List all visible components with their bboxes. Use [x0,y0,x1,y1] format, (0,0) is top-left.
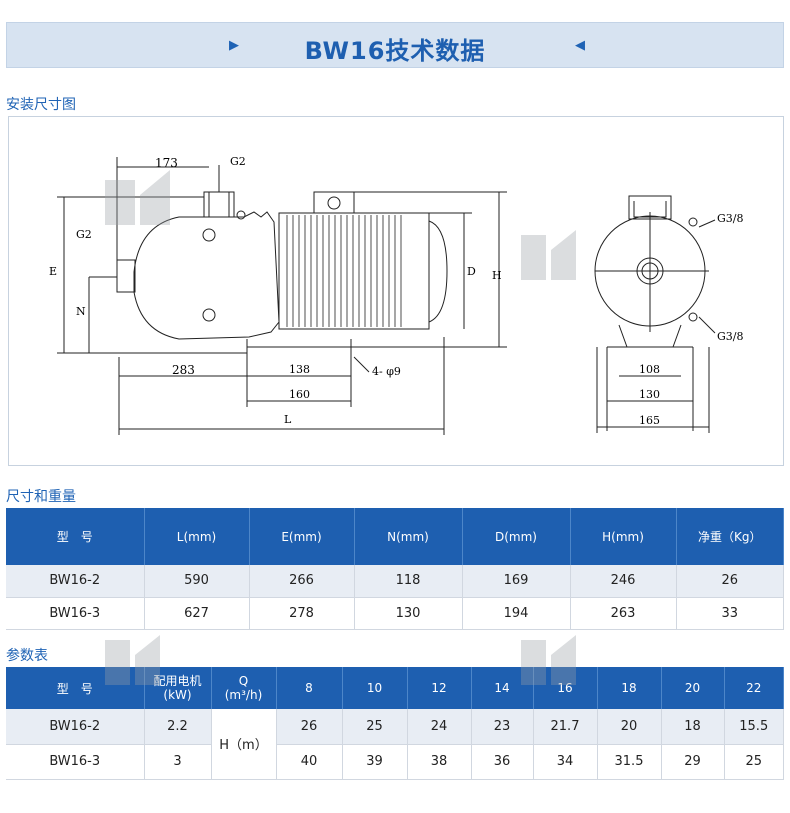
section-title-params: 参数表 [6,648,48,664]
page-title: BW16技术数据 [304,37,486,65]
col-header: L(mm) [144,508,250,565]
title-banner: ▶ BW16技术数据 ◀ [6,22,784,68]
cell: 194 [462,597,571,630]
dim-g38-top: G3/8 [717,212,744,225]
col-header: H(mm) [570,508,677,565]
col-header: 16 [533,667,598,709]
dim-173: 173 [155,156,178,170]
col-header: 型 号 [6,667,145,709]
installation-drawing: 173 G2 G2 E N D H 283 138 160 L 4- φ9 G3… [8,116,784,466]
section-title-dims: 尺寸和重量 [6,489,76,505]
params-table: 型 号 配用电机 (kW) Q (m³/h) 8 10 12 14 16 18 … [6,667,784,780]
cell: 18 [661,709,725,745]
table-row: BW16-2 2.2 H（m） 26 25 24 23 21.7 20 18 1… [6,709,784,780]
dim-g2-top: G2 [230,155,246,168]
cell: 130 [354,597,463,630]
cell: 29 [661,744,725,780]
cell: 15.5 [724,709,784,745]
bolt-circle [202,308,216,322]
dim-h: H [492,269,502,282]
col-header: N(mm) [354,508,463,565]
pump-base [246,339,352,348]
inlet-flange [116,259,136,293]
cell: 26 [676,565,784,598]
cell: 39 [342,744,408,780]
triangle-right-icon: ▶ [229,38,239,53]
cell: 20 [597,709,662,745]
section-title-install: 安装尺寸图 [6,97,76,113]
col-header: 14 [471,667,534,709]
dim-n: N [76,305,86,318]
dim-138: 138 [289,363,310,376]
dim-165: 165 [639,414,660,427]
cell: BW16-2 [6,709,145,745]
cell: 26 [276,709,343,745]
dim-160: 160 [289,388,310,401]
cell: 31.5 [597,744,662,780]
cell: 169 [462,565,571,598]
cell: 21.7 [533,709,598,745]
bolt-circle [202,228,216,242]
dims-table: 型 号 L(mm) E(mm) N(mm) D(mm) H(mm) 净重（Kg）… [6,508,784,630]
col-header: 12 [407,667,472,709]
cell: 36 [471,744,534,780]
col-header: 配用电机 (kW) [144,667,212,709]
dim-e: E [49,265,57,278]
motor-body [278,212,430,330]
col-header: D(mm) [462,508,571,565]
dims-header-row: 型 号 L(mm) E(mm) N(mm) D(mm) H(mm) 净重（Kg） [6,508,784,565]
cell: 246 [570,565,677,598]
cell: 40 [276,744,343,780]
table-row: BW16-2 590 266 118 169 246 26 [6,565,784,598]
cell: 266 [249,565,355,598]
table-row: BW16-3 3 40 39 38 36 34 31.5 29 25 [6,744,784,780]
dim-g38-bottom: G3/8 [717,330,744,343]
cell: 2.2 [144,709,212,745]
table-row: BW16-3 627 278 130 194 263 33 [6,597,784,630]
cell: 23 [471,709,534,745]
cell: BW16-3 [6,597,145,630]
cell: 278 [249,597,355,630]
col-header: Q (m³/h) [211,667,277,709]
cell: 263 [570,597,677,630]
cell: 38 [407,744,472,780]
col-header: 8 [276,667,343,709]
col-header: 型 号 [6,508,145,565]
col-header: 20 [661,667,725,709]
cell: BW16-2 [6,565,145,598]
params-header-row: 型 号 配用电机 (kW) Q (m³/h) 8 10 12 14 16 18 … [6,667,784,709]
cell-h-label: H（m） [211,709,277,780]
cell: 3 [144,744,212,780]
cell: 24 [407,709,472,745]
cell: 33 [676,597,784,630]
col-header: 22 [724,667,784,709]
triangle-left-icon: ◀ [575,38,585,53]
cell: 627 [144,597,250,630]
dim-108: 108 [639,363,660,376]
cell: 34 [533,744,598,780]
pump-body-outline [133,211,280,340]
dim-l: L [284,413,292,426]
cell: 118 [354,565,463,598]
cell: 25 [724,744,784,780]
col-header: 18 [597,667,662,709]
dim-bolt: 4- φ9 [372,365,401,378]
col-header: 10 [342,667,408,709]
dim-d: D [467,265,476,278]
dim-130: 130 [639,388,660,401]
cell: BW16-3 [6,744,145,780]
cell: 590 [144,565,250,598]
terminal-box [313,191,355,214]
col-header: 净重（Kg） [676,508,784,565]
col-header: E(mm) [249,508,355,565]
dim-g2-left: G2 [76,228,92,241]
dim-283: 283 [172,363,195,377]
cell: 25 [342,709,408,745]
pump-dimension-drawing: 173 G2 G2 E N D H 283 138 160 L 4- φ9 G3… [49,155,744,435]
